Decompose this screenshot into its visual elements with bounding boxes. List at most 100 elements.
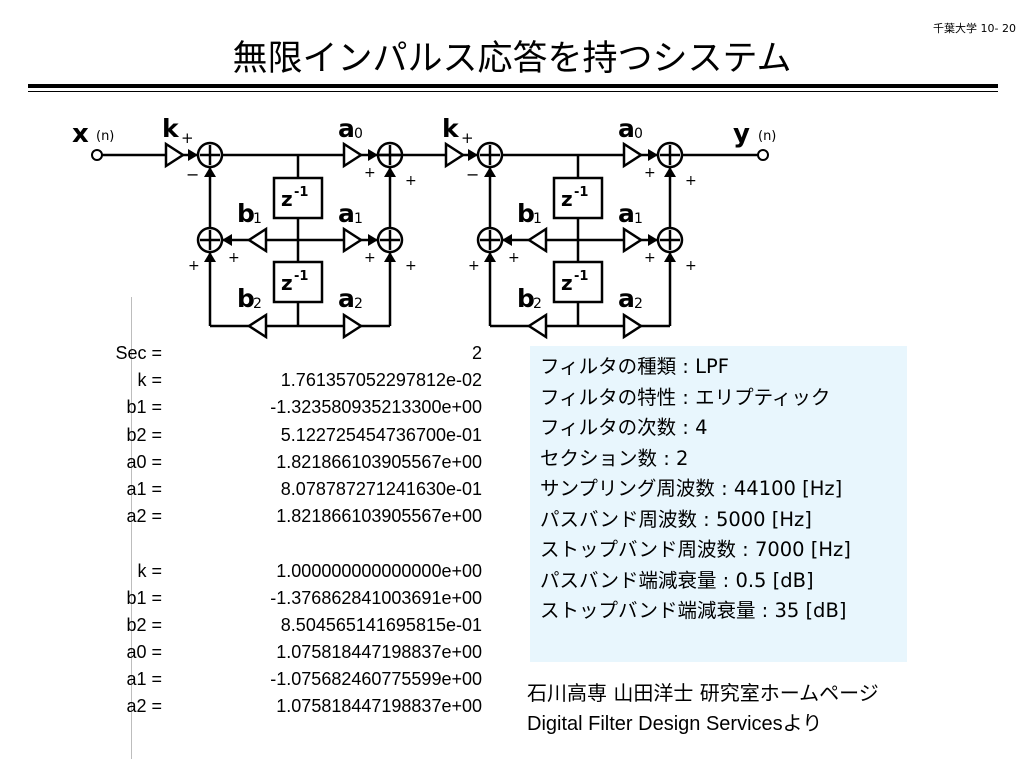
iir-filter-diagram: x (n) y (n) k + a 0 b 1 a 1 b 2 a 2 z -1…	[72, 114, 776, 339]
credit-line-1: 石川高専 山田洋士 研究室ホームページ	[527, 681, 879, 705]
coef-row: a0 = 1.821866103905567e+00	[40, 449, 490, 476]
filter-info-item: パスバンド周波数 : 5000 [Hz]	[540, 507, 812, 531]
s2-delay1: z	[561, 187, 573, 211]
input-terminal	[91, 149, 103, 161]
coef-value: 8.504565141695815e-01	[280, 614, 482, 635]
s2-plus-r1: +	[644, 165, 656, 181]
s2-plus-l1: +	[468, 258, 480, 274]
s2-a1-label: a	[618, 199, 635, 228]
coef-value: -1.075682460775599e+00	[270, 669, 482, 690]
s2-plus-r2: +	[685, 173, 697, 189]
s2-delay2: z	[561, 271, 573, 295]
source-credit: 石川高専 山田洋士 研究室ホームページ Digital Filter Desig…	[527, 678, 879, 740]
s2-delay1-exp: -1	[574, 185, 588, 200]
s1-k-label: k	[162, 114, 180, 143]
coef-value: 5.122725454736700e-01	[280, 424, 482, 445]
coef-label: a1 =	[126, 478, 162, 499]
coef-row: k = 1.761357052297812e-02	[40, 367, 490, 394]
coef-row: a0 =1.075818447198837e+00	[40, 639, 490, 666]
coef-row: a2 = 1.821866103905567e+00	[40, 503, 490, 530]
coef-row: a1 =-1.075682460775599e+00	[40, 666, 490, 693]
filter-info-item: ストップバンド端減衰量 : 35 [dB]	[540, 599, 847, 622]
slide-title: 無限インパルス応答を持つシステム	[232, 39, 792, 79]
s2-delay2-exp: -1	[574, 269, 588, 284]
s1-plus-r2: +	[405, 173, 417, 189]
s1-k-plus: +	[181, 129, 194, 147]
coefficient-table: Sec = 2 k = 1.761357052297812e-02 b1 = -1.3…	[40, 340, 490, 721]
s1-a2-sub: 2	[354, 296, 363, 312]
filter-info-item: フィルタの種類 : LPF	[540, 355, 729, 378]
filter-info-item: セクション数 : 2	[540, 446, 689, 470]
filter-info-item: ストップバンド周波数 : 7000 [Hz]	[540, 538, 851, 561]
s1-b2-label: b	[237, 284, 255, 313]
coef-label: k =	[137, 370, 162, 391]
coef-spacer	[40, 530, 490, 557]
coef-label: k =	[137, 560, 162, 581]
filter-info-item: サンプリング周波数 : 44100 [Hz]	[540, 477, 843, 500]
coef-row: a1 = 8.078787271241630e-01	[40, 476, 490, 503]
s2-minus: −	[466, 165, 479, 184]
coef-label: b2 =	[126, 424, 162, 445]
credit-line-2: Digital Filter Design Servicesより	[527, 713, 823, 735]
s2-b1-sub: 1	[533, 211, 542, 227]
s2-a2-sub: 2	[634, 296, 643, 312]
s1-delay1-exp: -1	[294, 185, 308, 200]
coef-value: 1.821866103905567e+00	[276, 451, 482, 472]
s1-delay1: z	[281, 187, 293, 211]
coef-label: b1 =	[126, 397, 162, 418]
s2-a2-label: a	[618, 284, 635, 313]
filter-info-item: フィルタの特性 : エリプティック	[540, 385, 831, 409]
coef-value: 1.000000000000000e+00	[276, 560, 482, 581]
coef-label: a2 =	[126, 506, 162, 527]
s1-delay2: z	[281, 271, 293, 295]
divider-line	[131, 297, 132, 759]
output-index: (n)	[758, 129, 776, 144]
s1-a1-sub: 1	[354, 211, 363, 227]
coef-value: 1.761357052297812e-02	[280, 370, 482, 391]
s1-b1-label: b	[237, 199, 255, 228]
s1-plus-l1: +	[188, 258, 200, 274]
s1-a0-sub: 0	[354, 126, 363, 142]
coef-value: -1.376862841003691e+00	[270, 587, 482, 608]
s2-plus-l2: +	[508, 250, 520, 266]
coef-value: 8.078787271241630e-01	[280, 478, 482, 499]
coef-value: 2	[471, 343, 482, 363]
s1-plus-r4: +	[405, 258, 417, 274]
coef-row: Sec = 2	[40, 340, 490, 367]
filter-info-list: フィルタの種類 : LPF フィルタの特性 : エリプティック フィルタの次数 …	[540, 352, 851, 627]
coef-row: a2 = 1.075818447198837e+00	[40, 693, 490, 720]
s2-a0-sub: 0	[634, 126, 643, 142]
coef-row: b1 = -1.376862841003691e+00	[40, 585, 490, 612]
input-label: x	[72, 119, 89, 149]
coef-label: Sec =	[115, 343, 162, 363]
s2-a0-label: a	[618, 114, 635, 143]
s2-plus-r4: +	[685, 258, 697, 274]
coef-row: b1 = -1.323580935213300e+00	[40, 394, 490, 421]
filter-info-item: パスバンド端減衰量 : 0.5 [dB]	[540, 568, 814, 592]
coef-label: b1 =	[126, 587, 162, 608]
coef-value: -1.323580935213300e+00	[270, 397, 482, 418]
filter-info-box	[530, 346, 907, 662]
s1-minus: −	[186, 165, 199, 184]
filter-info-item: フィルタの次数 : 4	[540, 416, 708, 439]
coef-value: 1.821866103905567e+00	[276, 506, 482, 527]
coef-label: a0 =	[126, 642, 162, 663]
s2-b1-label: b	[517, 199, 535, 228]
coef-label: b2 =	[126, 614, 162, 635]
page-number: 千葉大学 10- 20	[933, 22, 1016, 35]
coef-label: a0 =	[126, 451, 162, 472]
coef-row: b2 = 5.122725454736700e-01	[40, 422, 490, 449]
s1-plus-l2: +	[228, 250, 240, 266]
s1-a0-label: a	[338, 114, 355, 143]
title-rule-thin	[28, 91, 998, 92]
s1-a2-label: a	[338, 284, 355, 313]
output-terminal	[757, 149, 769, 161]
s1-a1-label: a	[338, 199, 355, 228]
output-label: y	[733, 119, 750, 149]
s2-a1-sub: 1	[634, 211, 643, 227]
input-index: (n)	[96, 129, 114, 144]
coef-value: 1.075818447198837e+00	[276, 696, 482, 717]
coef-label: a2 =	[126, 696, 162, 717]
s2-plus-r3: +	[644, 250, 656, 266]
coef-row: b2 = 8.504565141695815e-01	[40, 612, 490, 639]
